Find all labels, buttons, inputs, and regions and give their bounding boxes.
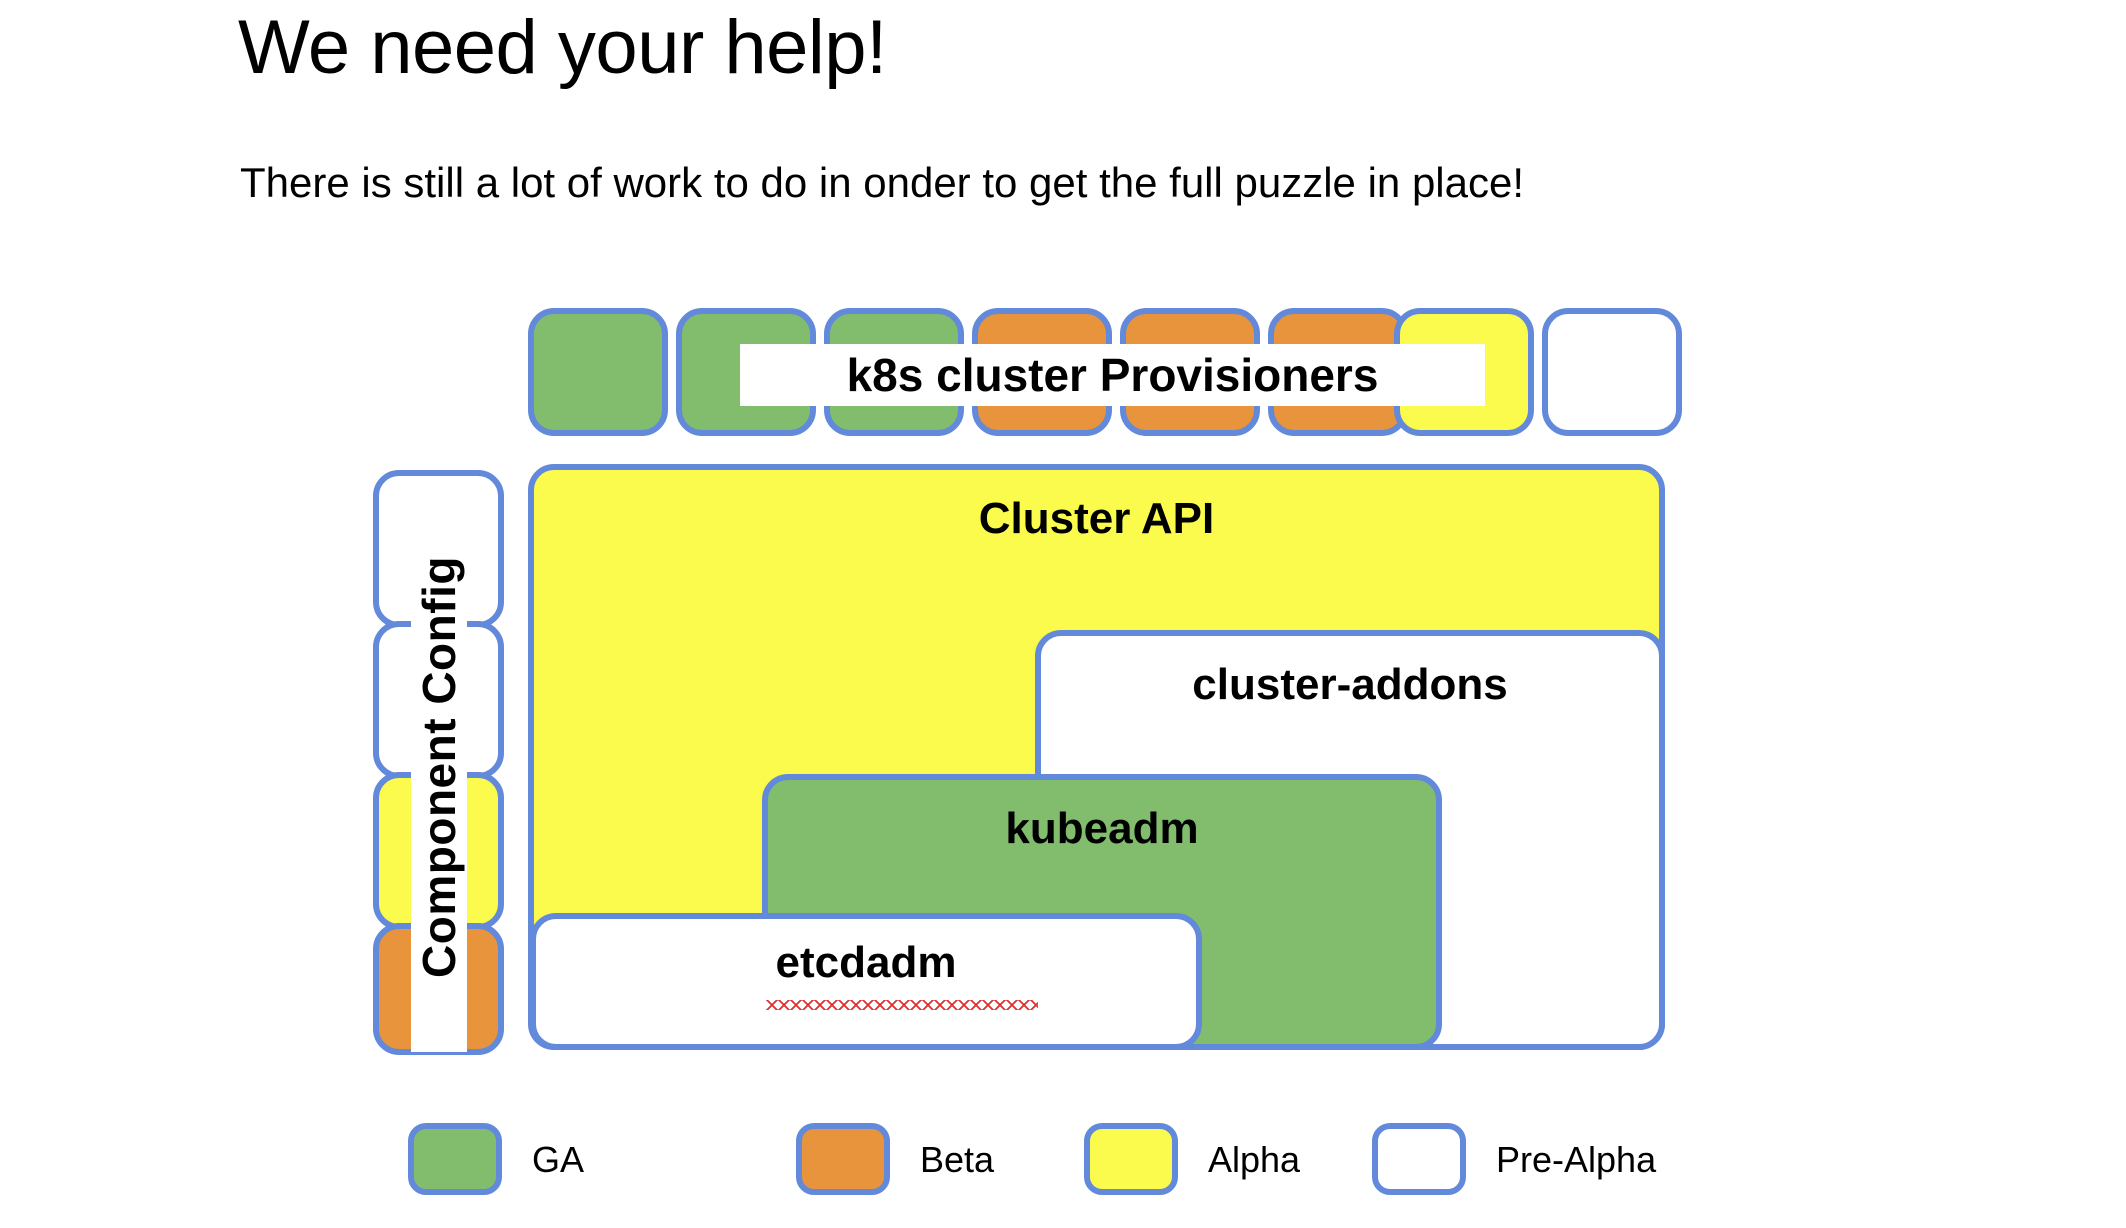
legend-swatch-alpha-icon <box>1084 1123 1178 1195</box>
legend-label-pre-alpha: Pre-Alpha <box>1496 1139 1657 1180</box>
cluster-addons-label: cluster-addons <box>1192 660 1508 709</box>
component-config-label: Component Config <box>411 482 467 1052</box>
legend-label-ga: GA <box>532 1139 585 1180</box>
legend-label-alpha: Alpha <box>1208 1139 1301 1180</box>
kubeadm-label: kubeadm <box>1005 804 1199 853</box>
spellcheck-underline-icon <box>766 1000 1038 1010</box>
etcdadm-label: etcdadm <box>775 938 957 987</box>
legend-swatch-beta-icon <box>796 1123 890 1195</box>
component-config-label-text: Component Config <box>413 556 466 978</box>
page-subtitle: There is still a lot of work to do in on… <box>240 159 1525 206</box>
provisioner-box-8 <box>1542 308 1682 436</box>
legend-swatch-pre-alpha-icon <box>1372 1123 1466 1195</box>
cluster-api-label: Cluster API <box>978 494 1215 543</box>
provisioner-row-label: k8s cluster Provisioners <box>740 344 1485 406</box>
provisioner-box-1 <box>528 308 668 436</box>
legend-label-beta: Beta <box>920 1139 995 1180</box>
page-title: We need your help! <box>238 5 887 90</box>
etcdadm-box <box>530 913 1202 1050</box>
legend-swatch-ga-icon <box>408 1123 502 1195</box>
